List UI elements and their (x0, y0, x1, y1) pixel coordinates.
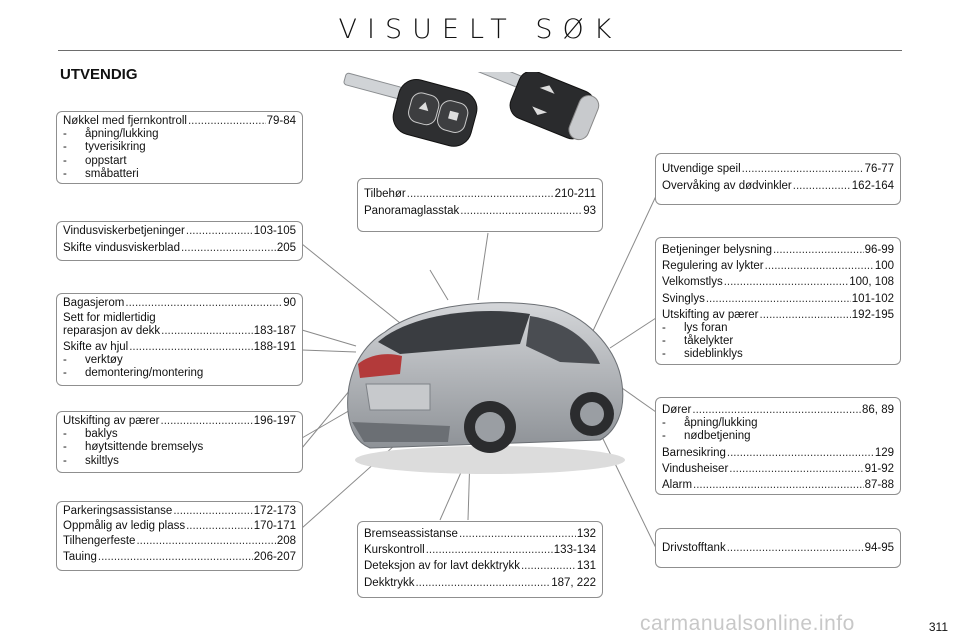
page-number: 311 (928, 620, 948, 634)
box-remote-key: Nøkkel med fjernkontroll79-84 -åpning/lu… (56, 111, 303, 184)
entry-rear-bulbs[interactable]: Utskifting av pærer196-197 (63, 415, 296, 428)
leader-line-mirror (591, 195, 657, 334)
car-illustration (347, 302, 625, 474)
sub-item: -tåkelykter (662, 335, 734, 348)
box-doors: Dører86, 89 -åpning/lukking -nødbetjenin… (655, 397, 901, 495)
entry-remote-key[interactable]: Nøkkel med fjernkontroll79-84 (63, 115, 296, 128)
entry-underinflation-detection[interactable]: Deteksjon av for lavt dekktrykk131 (364, 560, 596, 573)
entry-tyre-repair[interactable]: reparasjon av dekk183-187 (63, 325, 296, 338)
entry-trunk[interactable]: Bagasjerom90 (63, 297, 296, 310)
entry-headlamp-adjust[interactable]: Regulering av lykter100 (662, 260, 894, 273)
entry-wiper-blade[interactable]: Skifte vindusviskerblad205 (63, 242, 296, 255)
sub-item: -oppstart (63, 154, 127, 167)
entry-tyre-repair-line1: Sett for midlertidig (63, 312, 156, 325)
entry-front-bulbs[interactable]: Utskifting av pærer192-195 (662, 309, 894, 322)
sub-item: -demontering/montering (63, 367, 204, 380)
sub-item: -sideblinklys (662, 348, 743, 361)
entry-wiper-controls[interactable]: Vindusviskerbetjeninger103-105 (63, 225, 296, 238)
entry-parking-assist[interactable]: Parkeringsassistanse172-173 (63, 505, 296, 518)
entry-brake-assist[interactable]: Bremseassistanse132 (364, 528, 596, 541)
box-parking: Parkeringsassistanse172-173 Oppmålig av … (56, 501, 303, 571)
entry-space-measure[interactable]: Oppmålig av ledig plass170-171 (63, 520, 296, 533)
entry-trajectory-control[interactable]: Kurskontroll133-134 (364, 544, 596, 557)
box-rear-bulbs: Utskifting av pærer196-197 -baklys -høyt… (56, 411, 303, 473)
entry-wheel-change[interactable]: Skifte av hjul188-191 (63, 341, 296, 354)
leader-line-roof-2 (429, 269, 449, 301)
entry-accessories[interactable]: Tilbehør210-211 (364, 188, 596, 201)
box-fuel: Drivstofftank94-95 (655, 528, 901, 568)
entry-child-lock[interactable]: Barnesikring129 (662, 447, 894, 460)
sub-item: -høytsittende bremselys (63, 441, 204, 454)
entry-fuel-tank[interactable]: Drivstofftank94-95 (662, 542, 894, 555)
box-trunk: Bagasjerom90 Sett for midlertidig repara… (56, 293, 303, 386)
entry-mirrors[interactable]: Utvendige speil76-77 (662, 163, 894, 176)
box-wiper: Vindusviskerbetjeninger103-105 Skifte vi… (56, 221, 303, 261)
entry-alarm[interactable]: Alarm87-88 (662, 479, 894, 492)
sub-item: -åpning/lukking (662, 417, 758, 430)
leader-line-roof (477, 232, 489, 301)
entry-blind-spot[interactable]: Overvåking av dødvinkler162-164 (662, 180, 894, 193)
sub-item: -lys foran (662, 322, 728, 335)
leader-line-lights (609, 317, 657, 349)
leader-line-trunk (301, 329, 357, 347)
entry-lighting-controls[interactable]: Betjeninger belysning96-99 (662, 244, 894, 257)
entry-welcome-lighting[interactable]: Velkomstlys100, 108 (662, 276, 894, 289)
page-title: VISUELT SØK (338, 14, 622, 45)
entry-doors[interactable]: Dører86, 89 (662, 404, 894, 417)
entry-tyre-pressure[interactable]: Dekktrykk187, 222 (364, 577, 596, 590)
entry-cornering-lights[interactable]: Svinglys101-102 (662, 293, 894, 306)
entry-windows[interactable]: Vindusheiser91-92 (662, 463, 894, 476)
sub-item: -småbatteri (63, 167, 139, 180)
watermark: carmanualsonline.info (640, 612, 855, 635)
box-brakes: Bremseassistanse132 Kurskontroll133-134 … (357, 521, 603, 598)
leader-line-trunk-2 (301, 349, 357, 353)
box-lights: Betjeninger belysning96-99 Regulering av… (655, 237, 901, 365)
section-title: UTVENDIG (60, 66, 138, 83)
sub-item: -verktøy (63, 353, 123, 366)
box-mirrors: Utvendige speil76-77 Overvåking av dødvi… (655, 153, 901, 205)
entry-towing[interactable]: Tauing206-207 (63, 551, 296, 564)
sub-item: -baklys (63, 428, 118, 441)
sub-item: -nødbetjening (662, 430, 751, 443)
entry-towbar[interactable]: Tilhengerfeste208 (63, 535, 296, 548)
sub-item: -åpning/lukking (63, 128, 159, 141)
box-accessories: Tilbehør210-211 Panoramaglasstak93 (357, 178, 603, 232)
sub-item: -tyverisikring (63, 141, 146, 154)
leader-line-wiper (301, 243, 406, 328)
title-rule (58, 50, 902, 51)
key-icon (343, 72, 600, 147)
sub-item: -skiltlys (63, 454, 119, 467)
entry-panoramic-roof[interactable]: Panoramaglasstak93 (364, 205, 596, 218)
